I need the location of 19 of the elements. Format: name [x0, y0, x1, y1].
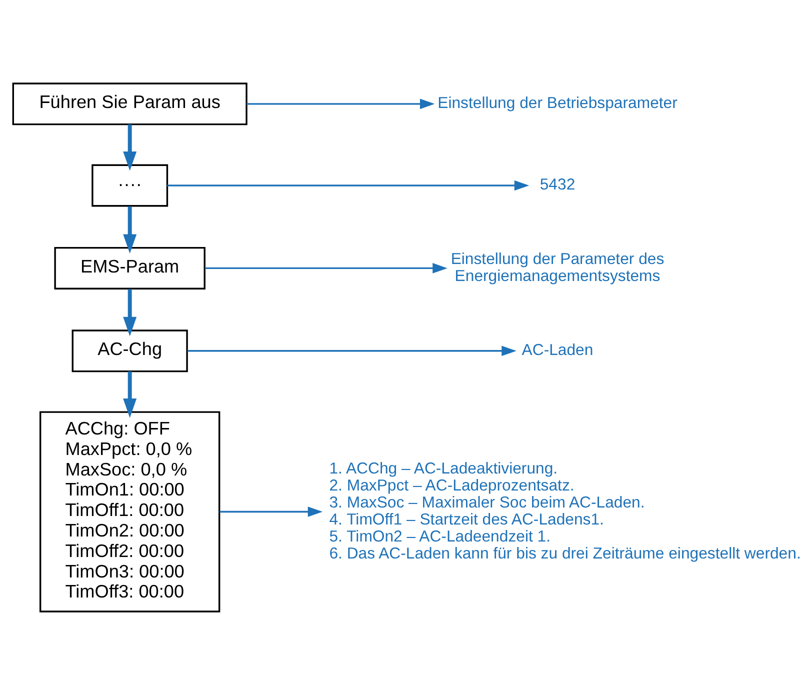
node-text: Einstellung der Parameter des Energiemanagementsystems — [450, 250, 664, 285]
arrow — [246, 98, 435, 110]
node-box: ACChg: OFF MaxPpct: 0,0 % MaxSoc: 0,0 % TimOn1: 00:00 TimOff1: 00:00 TimOn2: 00:00 TimOff2: 00:00 TimOn3: 00:00 TimOff3: 00:00 — [39, 411, 220, 612]
node-box: ···· — [92, 164, 168, 207]
arrow — [123, 371, 137, 418]
arrow — [187, 346, 516, 356]
node-text: 1. ACChg – AC-Ladeaktivierung. 2. MaxPpct – AC-Ladeprozentsatz. 3. MaxSoc – Maximaler Soc beim AC-Laden. 4. TimOff1 – Startzeit des AC-Ladens1. 5. TimOn2 – AC-Ladeendzeit 1. 6. Das AC-Laden kann für bis zu drei Zeiträume eingestellt werden. — [329, 460, 801, 562]
arrow — [123, 206, 137, 254]
node-text: Einstellung der Betriebsparameter — [438, 95, 678, 112]
node-box: Führen Sie Param aus — [12, 82, 248, 126]
arrow — [205, 263, 448, 274]
arrow — [220, 506, 323, 517]
node-box: EMS-Param — [54, 246, 206, 290]
arrow — [167, 180, 530, 191]
arrow — [123, 124, 137, 171]
node-text: AC-Laden — [522, 342, 594, 360]
node-text: 5432 — [540, 176, 576, 194]
arrow — [123, 289, 137, 336]
node-box: AC-Chg — [72, 330, 188, 372]
